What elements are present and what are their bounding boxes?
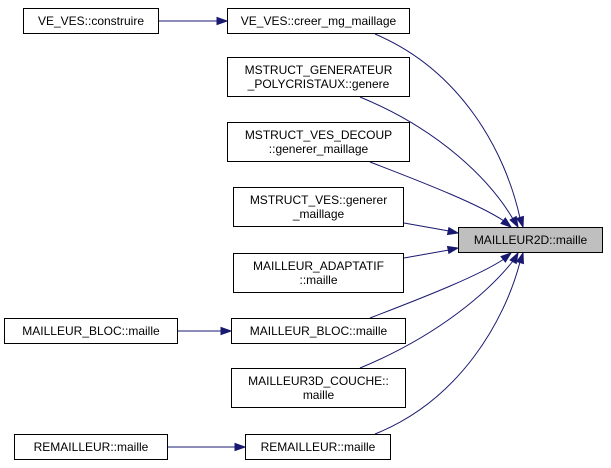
arrowhead (216, 16, 229, 26)
graph-node-mailleur3d-couche-maille[interactable]: MAILLEUR3D_COUCHE:: maille (231, 368, 406, 408)
graph-node-mailleur2d-maille[interactable]: MAILLEUR2D::maille (458, 227, 603, 253)
arrowhead (509, 215, 519, 229)
edge-remailleur-maille-to-mailleur2d-maille (374, 251, 525, 435)
arrowhead (515, 215, 525, 229)
arrowhead (220, 326, 233, 336)
arrowhead (234, 442, 247, 452)
graph-node-label: REMAILLEUR::maille (33, 440, 149, 454)
graph-node-mstruct-ves-generer-maillage[interactable]: MSTRUCT_VES::generer _maillage (233, 187, 404, 227)
graph-node-remailleur-maille-caller[interactable]: REMAILLEUR::maille (14, 434, 168, 460)
graph-node-label: MAILLEUR_BLOC::maille (22, 324, 160, 338)
edge-ve-ves-construire-to-ve-ves-creer-mg-maillage (159, 16, 229, 26)
graph-node-mstruct-ves-decoup-generer-maillage[interactable]: MSTRUCT_VES_DECOUP ::generer_maillage (227, 122, 410, 162)
graph-node-label: REMAILLEUR::maille (260, 440, 376, 454)
graph-node-label: VE_VES::creer_mg_maillage (240, 14, 397, 28)
graph-node-mailleur-bloc-maille[interactable]: MAILLEUR_BLOC::maille (231, 318, 406, 344)
graph-node-ve-ves-creer-mg-maillage[interactable]: VE_VES::creer_mg_maillage (227, 8, 410, 34)
arrowhead (515, 251, 525, 265)
edge-mailleur-adaptatif-maille-to-mailleur2d-maille (403, 245, 460, 259)
graph-node-remailleur-maille[interactable]: REMAILLEUR::maille (245, 434, 391, 460)
graph-node-label: MAILLEUR_BLOC::maille (249, 324, 388, 338)
arrowhead (446, 226, 460, 236)
graph-node-mailleur-adaptatif-maille[interactable]: MAILLEUR_ADAPTATIF ::maille (233, 253, 404, 293)
graph-node-label: MAILLEUR_ADAPTATIF ::maille (253, 259, 384, 287)
edge-mstruct-ves-generer-maillage-to-mailleur2d-maille (403, 222, 460, 236)
arrowhead (500, 252, 513, 263)
edge-mailleur-bloc-maille-caller-to-mailleur-bloc-maille (178, 326, 233, 336)
graph-node-label: MSTRUCT_GENERATEUR _POLYCRISTAUX::genere (244, 63, 393, 91)
edge-mstruct-generateur-polycristaux-genere-to-mailleur2d-maille (359, 96, 519, 229)
graph-node-label: MAILLEUR3D_COUCHE:: maille (248, 374, 389, 402)
graph-node-label: MAILLEUR2D::maille (473, 233, 588, 247)
graph-node-label: MSTRUCT_VES_DECOUP ::generer_maillage (244, 128, 393, 156)
edge-mstruct-ves-decoup-generer-maillage-to-mailleur2d-maille (369, 161, 513, 228)
edge-ve-ves-creer-mg-maillage-to-mailleur2d-maille (374, 33, 525, 229)
arrowhead (500, 217, 513, 228)
edge-mailleur-bloc-maille-to-mailleur2d-maille (369, 252, 513, 319)
graph-node-label: VE_VES::construire (37, 14, 145, 28)
arrowhead (509, 251, 519, 265)
graph-node-mstruct-generateur-polycristaux-genere[interactable]: MSTRUCT_GENERATEUR _POLYCRISTAUX::genere (227, 57, 410, 97)
graph-node-mailleur-bloc-maille-caller[interactable]: MAILLEUR_BLOC::maille (4, 318, 178, 344)
graph-node-label: MSTRUCT_VES::generer _maillage (249, 193, 388, 221)
arrowhead (446, 245, 460, 255)
edge-remailleur-maille-caller-to-remailleur-maille (168, 442, 247, 452)
graph-node-ve-ves-construire[interactable]: VE_VES::construire (23, 8, 159, 34)
edge-mailleur3d-couche-maille-to-mailleur2d-maille (359, 251, 519, 369)
